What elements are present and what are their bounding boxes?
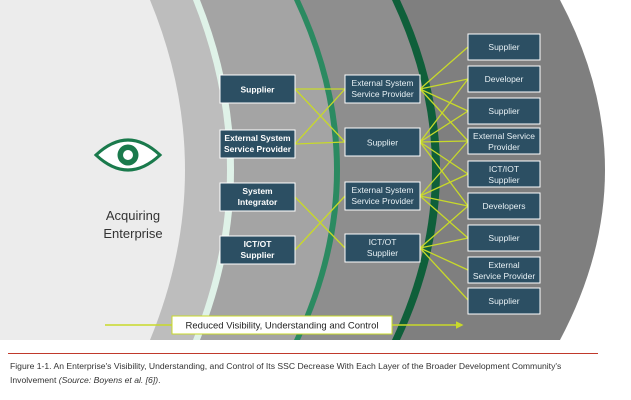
layer3-box: Developer (467, 65, 541, 93)
layer3-box-line2: Service Provider (473, 271, 536, 281)
layer3-box: Developers (467, 192, 541, 220)
layer3-box-line1: ICT/IOT (489, 164, 519, 174)
layer3-box-line1: External (488, 260, 519, 270)
layer2-box: External System Service Provider (344, 181, 421, 211)
layer3-box-line1: Supplier (488, 296, 519, 306)
layer3-box: External Service Provider (467, 127, 541, 155)
layer3-box-line1: Supplier (488, 233, 519, 243)
layer3-box: External Service Provider (467, 256, 541, 284)
layer2-box: External System Service Provider (344, 74, 421, 104)
layer3-box-line1: Developer (485, 74, 524, 84)
layer3-box-line2: Supplier (488, 175, 519, 185)
layer2-box: ICT/OT Supplier (344, 233, 421, 263)
layer3-box: ICT/IOT Supplier (467, 160, 541, 188)
layer3-box: Supplier (467, 97, 541, 125)
arrow-label: Reduced Visibility, Understanding and Co… (186, 321, 379, 332)
layer1-boxes: Supplier External System Service Provide… (219, 74, 296, 265)
layer2-box-line1: Supplier (367, 138, 398, 148)
layer2-box-line1: External System (352, 78, 414, 88)
figure-caption: Figure 1-1. An Enterprise's Visibility, … (10, 359, 600, 387)
layer1-box: ICT/OT Supplier (219, 235, 296, 265)
layer3-box: Supplier (467, 33, 541, 61)
layer3-boxes: Supplier Developer Supplier External Ser… (467, 33, 541, 315)
caption-main: Figure 1-1. An Enterprise's Visibility, … (10, 361, 562, 385)
reduced-visibility-arrow: Reduced Visibility, Understanding and Co… (105, 315, 464, 335)
layer2-box-line2: Service Provider (351, 89, 414, 99)
enterprise-label-line2: Enterprise (103, 226, 162, 241)
layer3-box-line1: Supplier (488, 42, 519, 52)
caption-divider (8, 353, 598, 354)
layer1-box-line1: System (242, 186, 273, 196)
layer1-box-line2: Service Provider (224, 144, 292, 154)
layer2-box-line1: External System (352, 185, 414, 195)
layer1-box: System Integrator (219, 182, 296, 212)
layer2-box-line2: Service Provider (351, 196, 414, 206)
layer3-box: Supplier (467, 287, 541, 315)
enterprise-label-line1: Acquiring (106, 208, 160, 223)
layer3-box-line2: Provider (488, 142, 520, 152)
eye-icon (93, 138, 163, 172)
layer2-boxes: External System Service Provider Supplie… (344, 74, 421, 263)
layer2-box-line1: ICT/OT (369, 237, 397, 247)
layer3-box: Supplier (467, 224, 541, 252)
layer1-box: External System Service Provider (219, 129, 296, 159)
layer2-box-line2: Supplier (367, 248, 398, 258)
layer2-box: Supplier (344, 127, 421, 157)
layer3-box-line1: Developers (483, 201, 526, 211)
layer1-box-line2: Supplier (240, 250, 275, 260)
caption-end: . (158, 375, 161, 385)
layer1-box: Supplier (219, 74, 296, 104)
caption-source: (Source: Boyens et al. [6]) (58, 375, 159, 385)
layer1-box-line1: External System (224, 133, 291, 143)
layer1-box-line2: Integrator (238, 197, 278, 207)
layer3-box-line1: Supplier (488, 106, 519, 116)
layer1-box-line1: Supplier (240, 85, 275, 95)
layer1-box-line1: ICT/OT (244, 239, 273, 249)
connector-lines (294, 46, 469, 301)
layer3-box-line1: External Service (473, 131, 535, 141)
enterprise-region (0, 0, 185, 340)
